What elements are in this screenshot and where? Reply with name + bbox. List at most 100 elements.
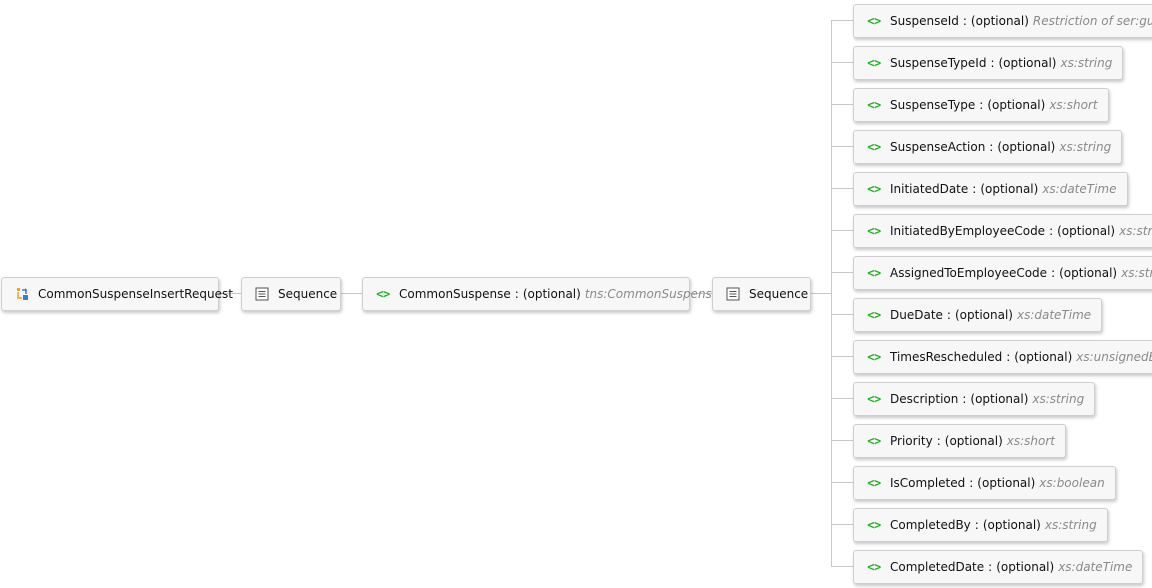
element-icon: <>: [867, 350, 881, 364]
element-optional: (optional): [1014, 350, 1073, 364]
element-name: CompletedBy: [890, 518, 971, 532]
connector-branch: [831, 62, 853, 63]
connector-trunk-vertical: [831, 20, 832, 567]
element-optional: (optional): [997, 140, 1056, 154]
element-sep: :: [979, 98, 984, 112]
root-element-label: CommonSuspenseInsertRequest: [38, 287, 233, 301]
element-node[interactable]: <>InitiatedDate:(optional)xs:dateTime: [853, 172, 1128, 206]
complex-type-element-icon: [14, 286, 30, 302]
element-node[interactable]: <>DueDate:(optional)xs:dateTime: [853, 298, 1103, 332]
element-name: InitiatedDate: [890, 182, 969, 196]
element-sep: :: [989, 140, 994, 154]
element-type: xs:string: [1121, 266, 1152, 280]
element-node[interactable]: <>AssignedToEmployeeCode:(optional)xs:st…: [853, 256, 1152, 290]
common-suspense-name: CommonSuspense: [399, 287, 511, 301]
element-type: xs:string: [1044, 518, 1097, 532]
sequence-icon: [254, 286, 270, 302]
element-node[interactable]: <> CompletedDate:(optional)xs:dateTime: [853, 550, 1144, 584]
sequence-node-2[interactable]: Sequence: [712, 277, 811, 311]
common-suspense-optional: (optional): [522, 287, 581, 301]
element-icon: <>: [867, 434, 881, 448]
connector-seq-trunk: [811, 293, 832, 294]
element-optional: (optional): [1057, 224, 1116, 238]
connector-branch: [831, 230, 853, 231]
connector-branch: [831, 398, 853, 399]
element-sep: :: [936, 434, 941, 448]
element-type: xs:string: [1060, 56, 1113, 70]
element-type: xs:dateTime: [1058, 560, 1133, 574]
element-node[interactable]: <> TimesRescheduled:(optional)xs:unsigned…: [853, 340, 1152, 374]
element-type: xs:dateTime: [1016, 308, 1092, 322]
element-node[interactable]: <>Description:(optional)xs:string: [853, 382, 1096, 416]
element-node[interactable]: <> Priority:(optional)xs:short: [853, 424, 1066, 458]
element-type: xs:unsignedByte: [1076, 350, 1152, 364]
common-suspense-type: tns:CommonSuspense: [584, 287, 720, 301]
element-icon: <>: [867, 392, 881, 406]
connector-branch: [831, 272, 853, 273]
connector-branch: [831, 20, 853, 21]
element-name: Description: [890, 392, 959, 406]
element-optional: (optional): [998, 56, 1057, 70]
connector-branch: [831, 356, 853, 357]
connector-branch: [831, 440, 853, 441]
element-sep: :: [962, 14, 967, 28]
element-sep: :: [972, 182, 977, 196]
element-icon: <>: [867, 308, 881, 322]
element-icon: <>: [867, 224, 881, 238]
element-optional: (optional): [970, 392, 1029, 406]
common-suspense-sep: :: [514, 287, 519, 301]
element-optional: (optional): [944, 434, 1003, 448]
element-name: CompletedDate: [890, 560, 985, 574]
element-icon: <>: [867, 266, 881, 280]
element-node[interactable]: <>CompletedBy:(optional)xs:string: [853, 508, 1108, 542]
connector-branch: [831, 566, 853, 567]
connector-branch: [831, 524, 853, 525]
element-name: AssignedToEmployeeCode: [890, 266, 1048, 280]
connector-seq-commonsuspense: [341, 293, 362, 294]
sequence-label-1: Sequence: [278, 287, 338, 301]
element-icon: <>: [867, 14, 881, 28]
element-optional: (optional): [980, 182, 1039, 196]
sequence-label-2: Sequence: [749, 287, 809, 301]
element-node[interactable]: <>IsCompleted:(optional)xs:boolean: [853, 466, 1116, 500]
connector-branch: [831, 314, 853, 315]
element-node[interactable]: <>SuspenseType:(optional)xs:short: [853, 88, 1109, 122]
element-node[interactable]: <>SuspenseAction:(optional)xs:string: [853, 130, 1123, 164]
element-sep: :: [946, 308, 951, 322]
element-name: SuspenseId: [890, 14, 959, 28]
element-sep: :: [990, 56, 995, 70]
element-type: xs:string: [1032, 392, 1085, 406]
common-suspense-node[interactable]: <> CommonSuspense : (optional) tns:Commo…: [362, 277, 719, 311]
element-type: xs:short: [1006, 434, 1055, 448]
element-name: TimesRescheduled: [890, 350, 1003, 364]
element-icon: <>: [867, 182, 881, 196]
element-name: SuspenseType: [890, 98, 976, 112]
element-name: DueDate: [890, 308, 943, 322]
element-node[interactable]: <>SuspenseTypeId:(optional)xs:string: [853, 46, 1124, 80]
element-icon: <>: [867, 560, 881, 574]
element-icon: <>: [867, 98, 881, 112]
element-optional: (optional): [987, 98, 1046, 112]
root-element-node[interactable]: CommonSuspenseInsertRequest: [1, 277, 233, 311]
element-sep: :: [1006, 350, 1011, 364]
element-sep: :: [1051, 266, 1056, 280]
connector-branch: [831, 146, 853, 147]
element-icon: <>: [867, 518, 881, 532]
connector-commonsuspense-seq: [690, 293, 712, 294]
connector-branch: [831, 104, 853, 105]
element-sep: :: [974, 518, 979, 532]
element-sep: :: [988, 560, 993, 574]
sequence-node-1[interactable]: Sequence: [241, 277, 341, 311]
element-name: Priority: [890, 434, 933, 448]
element-type: xs:string: [1059, 140, 1112, 154]
element-node[interactable]: <>SuspenseId:(optional)Restriction of se…: [853, 4, 1152, 38]
element-optional: (optional): [996, 560, 1055, 574]
element-icon: <>: [376, 287, 390, 301]
element-type: xs:string: [1119, 224, 1152, 238]
element-node[interactable]: <>InitiatedByEmployeeCode:(optional)xs:s…: [853, 214, 1152, 248]
element-icon: <>: [867, 476, 881, 490]
element-name: InitiatedByEmployeeCode: [890, 224, 1046, 238]
element-name: SuspenseAction: [890, 140, 986, 154]
element-sep: :: [969, 476, 974, 490]
connector-root-seq: [219, 293, 241, 294]
